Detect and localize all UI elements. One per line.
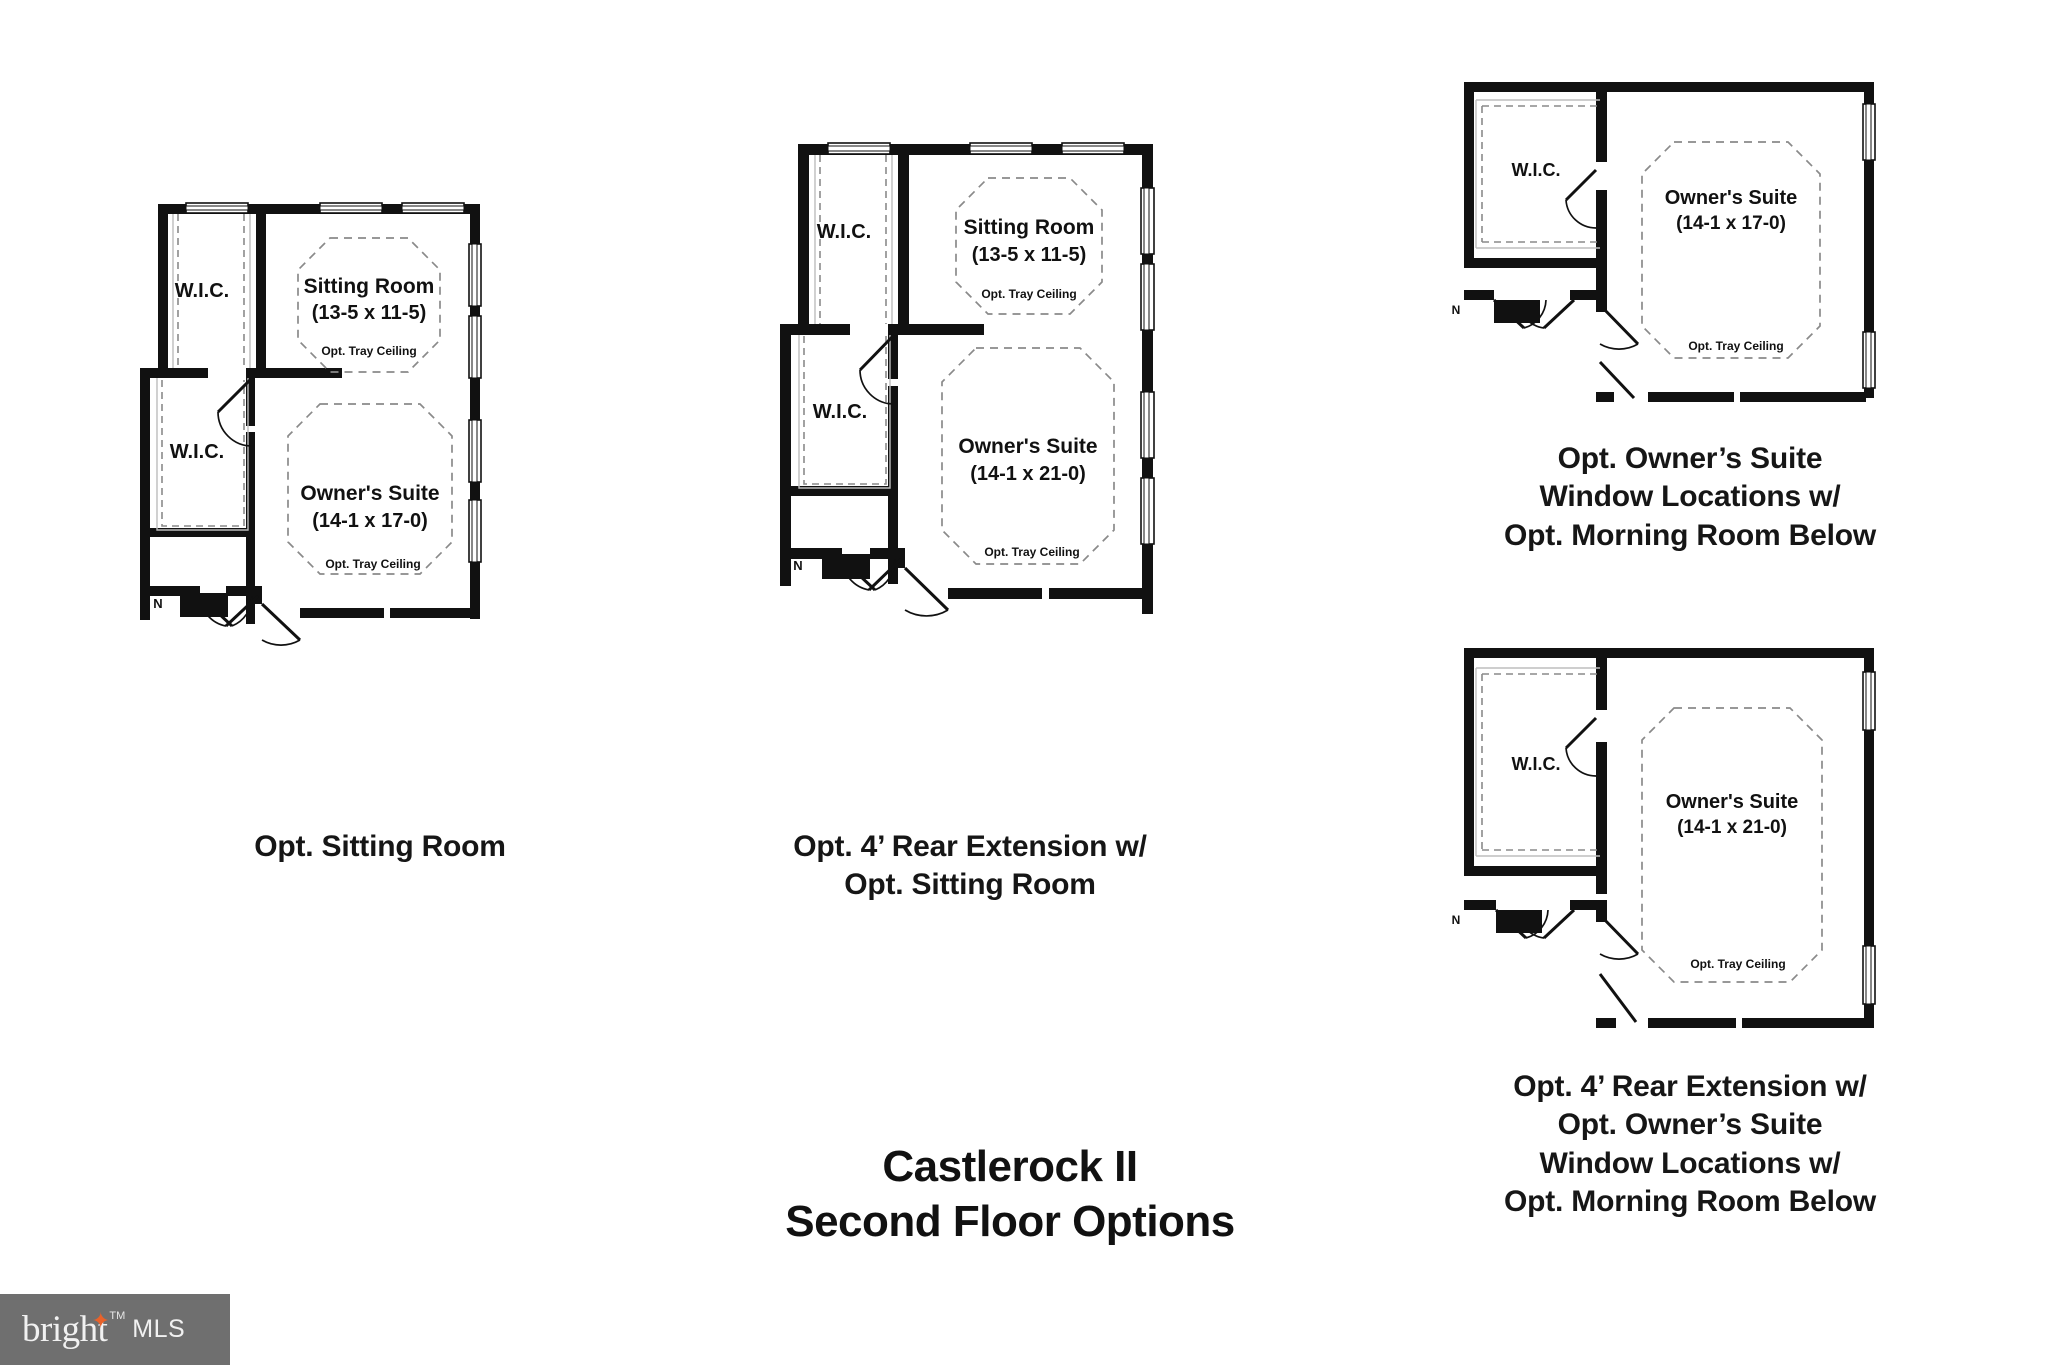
room-note-owners-suite-4: Opt. Tray Ceiling (1690, 957, 1785, 971)
floorplan-opt-owners-suite-window-locations: W.I.C. Owner's Suite (14-1 x 17-0) Opt. … (1448, 62, 1908, 422)
plan4-caption-line3: Window Locations w/ (1539, 1146, 1841, 1180)
closet-thin-lines-4 (1475, 667, 1600, 857)
room-dim-owners-suite-3: (14-1 x 17-0) (1676, 213, 1786, 234)
closet-thin-lines-3 (1475, 99, 1600, 249)
plan3-caption-line3: Opt. Morning Room Below (1503, 518, 1877, 552)
walls-group-4 (1464, 648, 1876, 1028)
watermark-brand-label: bright (22, 1309, 108, 1350)
walls-group-2 (780, 142, 1155, 614)
closet-thin-lines-1 (156, 214, 251, 531)
plan2-caption-line1: Opt. 4’ Rear Extension w/ (793, 830, 1147, 863)
closet-thin-lines-2 (798, 155, 893, 489)
page-title-line1: Castlerock II (882, 1142, 1138, 1191)
watermark-trademark: TM (109, 1309, 126, 1322)
plan4-caption-line1: Opt. 4’ Rear Extension w/ (1513, 1070, 1867, 1103)
room-dim-owners-suite-2: (14-1 x 21-0) (970, 463, 1086, 485)
room-label-wic-4: W.I.C. (1512, 754, 1561, 774)
floorplan-opt-sitting-room: W.I.C. W.I.C. Sitting Room (13-5 x 11-5)… (140, 190, 500, 830)
plan3-caption: Opt. Owner’s Suite Window Locations w/ O… (1400, 440, 1980, 555)
compass-n-label-2: N (793, 558, 802, 573)
compass-n-label-1: N (153, 596, 162, 611)
room-dim-owners-suite: (14-1 x 17-0) (312, 510, 428, 532)
room-label-wic-upper-2: W.I.C. (817, 221, 871, 243)
room-label-sitting-room: Sitting Room (304, 275, 435, 298)
room-label-wic-upper: W.I.C. (175, 280, 229, 302)
floorplan-svg-2: W.I.C. W.I.C. Sitting Room (13-5 x 11-5)… (780, 142, 1155, 617)
room-note-owners-suite-2: Opt. Tray Ceiling (984, 545, 1079, 559)
sitting-room-tray-outline-2 (955, 177, 1103, 315)
star-icon: ✦ (91, 1308, 110, 1333)
closet-dashed-lines-2 (803, 155, 887, 485)
room-dim-owners-suite-4: (14-1 x 21-0) (1677, 817, 1787, 838)
door-swings-3 (1492, 168, 1640, 400)
compass-marker-1 (180, 593, 228, 617)
room-label-wic-lower-2: W.I.C. (813, 401, 867, 423)
floorplan-svg-4: W.I.C. Owner's Suite (14-1 x 21-0) Opt. … (1452, 648, 1876, 1028)
room-label-owners-suite-2: Owner's Suite (958, 435, 1097, 458)
plan4-caption-line2: Opt. Owner’s Suite (1557, 1108, 1823, 1142)
floorplan-svg-1: W.I.C. W.I.C. Sitting Room (13-5 x 11-5)… (140, 202, 482, 646)
floorplan-svg-3: W.I.C. Owner's Suite (14-1 x 17-0) Opt. … (1452, 82, 1876, 402)
floorplan-opt-rear-extension-sitting-room: W.I.C. W.I.C. Sitting Room (13-5 x 11-5)… (780, 130, 1180, 830)
room-dim-sitting-room-2: (13-5 x 11-5) (972, 244, 1087, 266)
room-label-wic-lower: W.I.C. (170, 441, 224, 463)
compass-marker-4 (1496, 910, 1542, 933)
plan4-caption: Opt. 4’ Rear Extension w/ Opt. Owner’s S… (1400, 1068, 1980, 1222)
room-note-owners-suite: Opt. Tray Ceiling (325, 557, 420, 571)
compass-marker-2 (822, 554, 870, 579)
compass-marker-3 (1494, 300, 1540, 323)
compass-n-label-3: N (1452, 303, 1461, 317)
floorplan-opt-rear-extension-owners-suite-windows: W.I.C. Owner's Suite (14-1 x 21-0) Opt. … (1448, 630, 1908, 1050)
plan3-caption-line2: Window Locations w/ (1539, 480, 1841, 514)
plan1-caption: Opt. Sitting Room (254, 830, 506, 863)
room-note-sitting-room-2: Opt. Tray Ceiling (981, 287, 1076, 301)
watermark-mls-label: MLS (132, 1315, 186, 1343)
page-title: Castlerock II Second Floor Options (560, 1140, 1460, 1249)
closet-dashed-lines-3 (1481, 105, 1598, 243)
room-label-sitting-room-2: Sitting Room (964, 216, 1095, 239)
walls-group-1 (140, 202, 482, 624)
closet-dashed-lines-4 (1481, 673, 1598, 851)
room-label-owners-suite: Owner's Suite (300, 482, 439, 505)
plan2-caption-line2: Opt. Sitting Room (844, 868, 1096, 902)
plan4-caption-line4: Opt. Morning Room Below (1503, 1185, 1877, 1219)
page-title-line2: Second Floor Options (785, 1196, 1235, 1246)
plan3-caption-line1: Opt. Owner’s Suite (1557, 442, 1823, 475)
owners-suite-tray-outline-3 (1641, 141, 1821, 359)
bright-mls-watermark: bright✦ TM MLS (0, 1294, 230, 1365)
plan2-caption: Opt. 4’ Rear Extension w/ Opt. Sitting R… (690, 828, 1250, 905)
room-label-owners-suite-4: Owner's Suite (1666, 791, 1799, 813)
compass-n-label-4: N (1452, 913, 1461, 927)
room-label-owners-suite-3: Owner's Suite (1665, 187, 1798, 209)
owners-suite-tray-outline-4 (1641, 707, 1823, 983)
sitting-room-tray-outline-1 (297, 237, 441, 373)
room-label-wic-3: W.I.C. (1512, 160, 1561, 180)
closet-dashed-lines-1 (161, 214, 245, 527)
room-dim-sitting-room: (13-5 x 11-5) (312, 302, 427, 324)
room-note-owners-suite-3: Opt. Tray Ceiling (1688, 339, 1783, 353)
watermark-brand-text: bright✦ (22, 1308, 110, 1351)
owners-suite-tray-outline-1 (287, 403, 453, 575)
walls-group-3 (1464, 82, 1876, 402)
room-note-sitting-room: Opt. Tray Ceiling (321, 344, 416, 358)
